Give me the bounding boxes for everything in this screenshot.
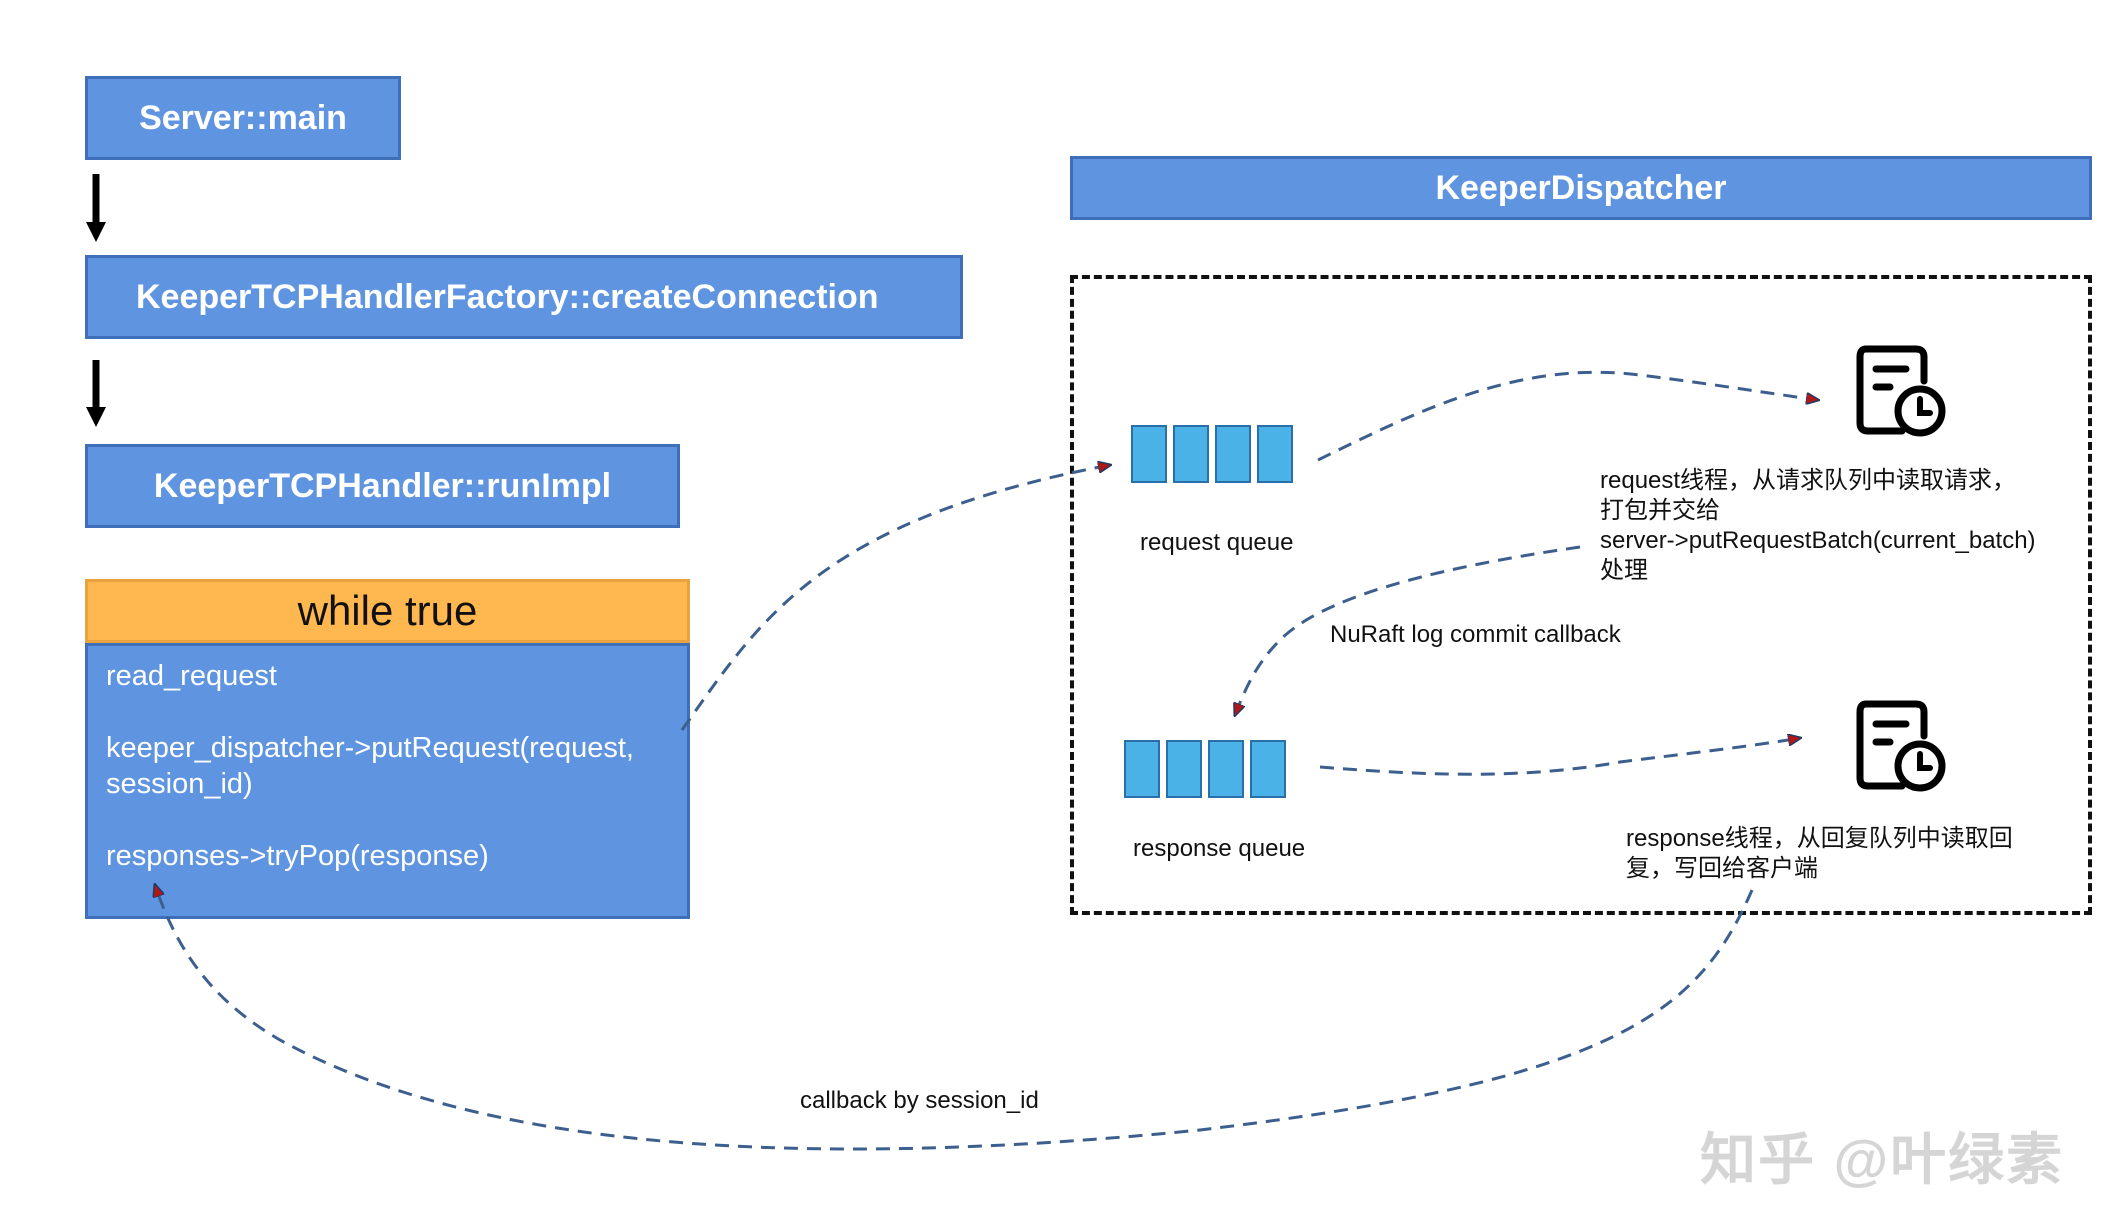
queue-cell — [1208, 740, 1244, 798]
loop-line-put-request-cont: session_id) — [106, 768, 253, 800]
watermark: 知乎 @叶绿素 — [1700, 1128, 2065, 1191]
request-thread-line-1: request线程，从请求队列中读取请求， — [1600, 467, 2017, 494]
loop-line-try-pop: responses->tryPop(response) — [106, 840, 489, 872]
server-main-box: Server::main — [85, 76, 401, 160]
queue-cell — [1124, 740, 1160, 798]
queue-cell — [1250, 740, 1286, 798]
keeper-dispatcher-title: KeeperDispatcher — [1435, 168, 1727, 207]
loop-line-read-request: read_request — [106, 660, 277, 692]
request-thread-line-3: server->putRequestBatch(current_batch) — [1600, 527, 2036, 554]
request-thread-line-4: 处理 — [1600, 557, 1648, 584]
request-thread-arrow — [1317, 370, 1818, 462]
down-arrow-1 — [86, 174, 106, 242]
while-loop-header: while true — [85, 579, 690, 643]
dispatcher-frame — [1070, 275, 2092, 915]
commit-callback-label: NuRaft log commit callback — [1330, 621, 1621, 648]
response-thread-line-2: 复，写回给客户端 — [1626, 855, 1818, 882]
handler-label: KeeperTCPHandler::runImpl — [153, 466, 612, 505]
response-queue — [1124, 740, 1286, 798]
response-thread-description: response线程，从回复队列中读取回 复，写回给客户端 — [1626, 824, 2013, 884]
request-thread-line-2: 打包并交给 — [1600, 497, 1720, 524]
callback-arrow — [155, 885, 1754, 1151]
response-thread-arrow — [1319, 738, 1800, 776]
document-clock-icon — [1856, 700, 1946, 792]
queue-cell — [1166, 740, 1202, 798]
response-thread-line-1: response线程，从回复队列中读取回 — [1626, 825, 2013, 852]
commit-callback-arrow — [1235, 545, 1581, 715]
while-loop-header-label: while true — [297, 587, 478, 634]
keeper-dispatcher-header: KeeperDispatcher — [1070, 156, 2092, 220]
factory-label: KeeperTCPHandlerFactory::createConnectio… — [136, 277, 879, 316]
response-queue-label: response queue — [1133, 835, 1306, 862]
down-arrow-2 — [86, 360, 106, 427]
document-clock-icon — [1856, 345, 1946, 437]
server-main-label: Server::main — [139, 98, 347, 137]
request-queue-label: request queue — [1140, 529, 1294, 556]
handler-box: KeeperTCPHandler::runImpl — [85, 444, 680, 528]
request-queue — [1131, 425, 1293, 483]
callback-label: callback by session_id — [800, 1087, 1039, 1114]
put-request-arrow — [680, 465, 1110, 731]
loop-line-put-request: keeper_dispatcher->putRequest(request, — [106, 732, 634, 764]
queue-cell — [1173, 425, 1209, 483]
queue-cell — [1215, 425, 1251, 483]
queue-cell — [1131, 425, 1167, 483]
factory-box: KeeperTCPHandlerFactory::createConnectio… — [85, 255, 963, 339]
queue-cell — [1257, 425, 1293, 483]
while-loop-body: read_request keeper_dispatcher->putReque… — [85, 643, 690, 919]
request-thread-description: request线程，从请求队列中读取请求， 打包并交给 server->putR… — [1600, 466, 2036, 586]
